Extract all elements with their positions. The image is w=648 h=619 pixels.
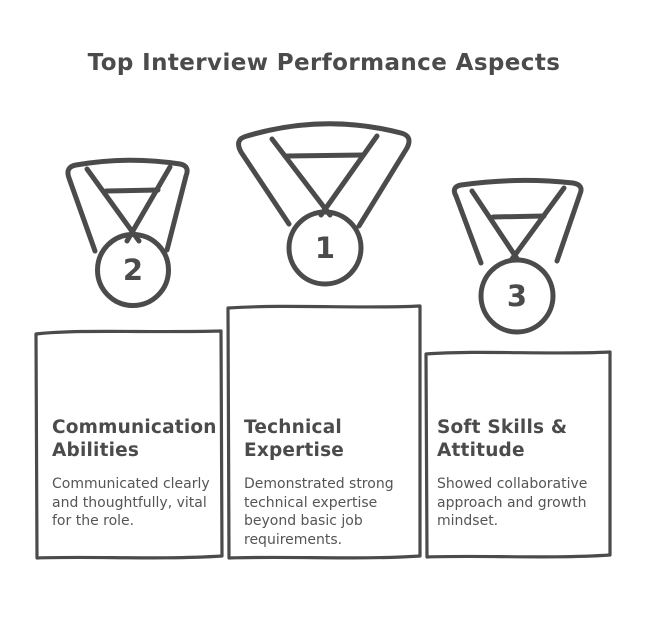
podium-card-heading: Soft Skills & Attitude [437, 417, 568, 461]
podium-card-communication: Communication Abilities Communicated cle… [52, 416, 222, 531]
medal-2-rank: 2 [123, 253, 143, 287]
podium-card-body: Showed collaborative approach and growth… [437, 476, 588, 529]
medal-3-rank: 3 [507, 279, 527, 313]
podium-card-technical: Technical Expertise Demonstrated strong … [244, 416, 408, 549]
podium-box-3 [424, 350, 612, 559]
medal-3-ribbon [451, 177, 584, 266]
medal-1-ribbon [236, 121, 412, 229]
medal-3-icon: 3 [451, 177, 584, 335]
medal-3-disc [478, 257, 556, 335]
medal-2-ribbon-inner-left [84, 166, 142, 244]
medal-1-ribbon-band [284, 152, 366, 159]
medal-3-ribbon-inner-left [469, 188, 521, 263]
medal-1-ribbon-inner-left [269, 136, 333, 218]
medal-3-ribbon-band [490, 213, 547, 220]
podium-card-soft-skills: Soft Skills & Attitude Showed collaborat… [437, 416, 609, 531]
medal-2-ribbon [65, 157, 190, 254]
medal-2-ribbon-band [103, 187, 161, 194]
medal-3-ribbon-inner-right [509, 185, 567, 262]
medal-2-disc [95, 232, 171, 308]
podium [34, 304, 612, 560]
medal-1-rank: 1 [315, 231, 335, 265]
medal-2-ribbon-inner-right [124, 164, 173, 244]
page-title: Top Interview Performance Aspects [87, 50, 561, 76]
podium-card-body: Demonstrated strong technical expertise … [244, 476, 394, 548]
medal-1-ribbon-inner-right [318, 133, 380, 218]
podium-card-body: Communicated clearly and thoughtfully, v… [52, 476, 210, 529]
medal-2-icon: 2 [65, 157, 190, 308]
podium-card-heading: Communication Abilities [52, 417, 217, 461]
podium-box-1 [226, 304, 422, 560]
podium-card-heading: Technical Expertise [244, 417, 345, 461]
medal-1-disc [286, 209, 364, 287]
podium-box-2 [34, 329, 224, 560]
medal-1-icon: 1 [236, 121, 412, 287]
